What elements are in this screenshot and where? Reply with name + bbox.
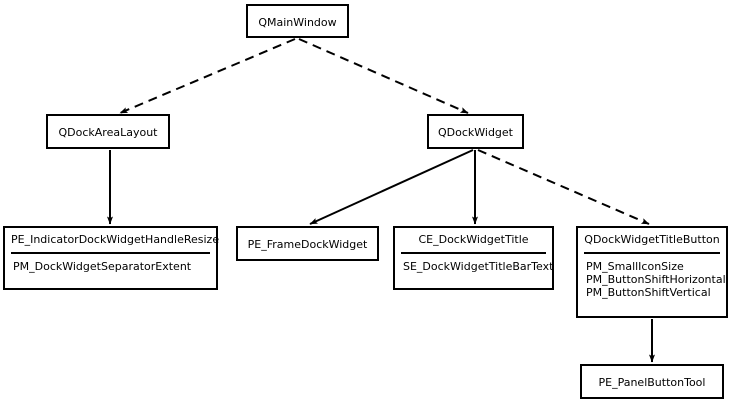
node-pe_framedockwidget[interactable]: PE_FrameDockWidget — [236, 226, 379, 261]
node-qdockwidget[interactable]: QDockWidget — [427, 114, 524, 149]
node-members: PM_DockWidgetSeparatorExtent — [5, 254, 216, 279]
node-members: SE_DockWidgetTitleBarText — [395, 254, 554, 279]
node-pe_panelbuttontool[interactable]: PE_PanelButtonTool — [580, 364, 724, 399]
node-divider — [11, 252, 210, 254]
edge-qmainwindow-to-qdockwidget — [298, 38, 469, 114]
edge-qmainwindow-to-qdockarealayout — [119, 38, 296, 114]
node-member: SE_DockWidgetTitleBarText — [403, 260, 554, 273]
edge-qdockwidget-to-pe_framedockwidget — [309, 149, 474, 225]
node-member: PM_DockWidgetSeparatorExtent — [13, 260, 192, 273]
node-member: PM_ButtonShiftVertical — [586, 286, 711, 299]
node-qdockarealayout[interactable]: QDockAreaLayout — [46, 114, 170, 149]
node-divider — [401, 252, 546, 254]
node-title: CE_DockWidgetTitle — [418, 233, 529, 246]
node-title: PE_IndicatorDockWidgetHandleResize — [11, 233, 220, 246]
node-title: QDockAreaLayout — [58, 126, 158, 139]
node-title: PE_FrameDockWidget — [247, 238, 368, 251]
node-title: QMainWindow — [258, 16, 337, 29]
node-title: PE_PanelButtonTool — [598, 376, 706, 389]
edge-qdockwidget-to-qdockwidgettitlebutton — [477, 149, 650, 225]
node-qmainwindow[interactable]: QMainWindow — [246, 4, 349, 38]
node-divider — [584, 252, 720, 254]
node-title: QDockWidgetTitleButton — [584, 233, 720, 246]
node-member: PM_SmallIconSize — [586, 260, 684, 273]
node-title: QDockWidget — [437, 126, 513, 139]
node-member: PM_ButtonShiftHorizontal — [586, 273, 726, 286]
